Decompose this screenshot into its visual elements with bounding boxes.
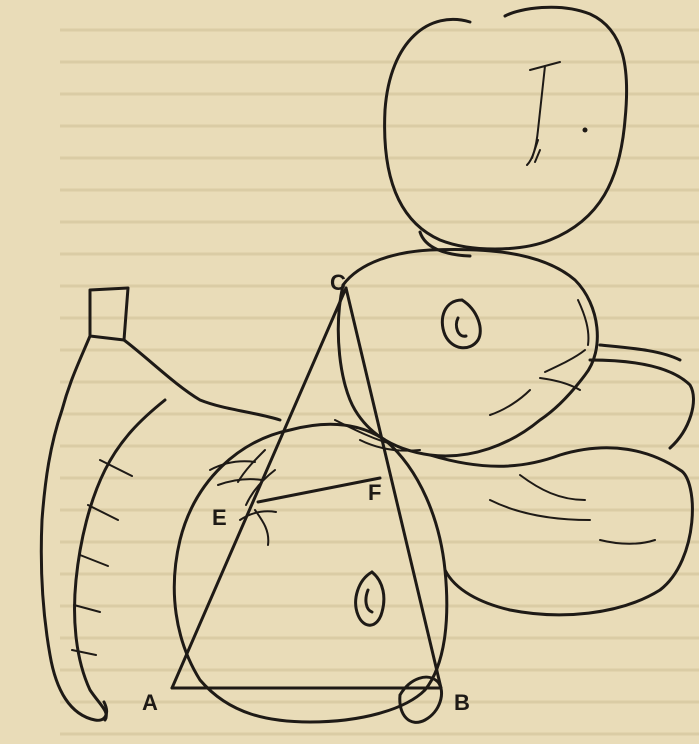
- line-ef: [258, 478, 380, 502]
- buttocks-dot: [583, 128, 588, 133]
- line-ac: [172, 288, 346, 688]
- lower-ear-icon: [356, 572, 384, 625]
- label-a: A: [142, 690, 158, 715]
- lower-arm-outline: [90, 288, 128, 340]
- upper-body-outline: [430, 448, 692, 615]
- finger-joints: [72, 460, 132, 655]
- label-c: C: [330, 270, 346, 295]
- label-f: F: [368, 480, 381, 505]
- ear-icon: [442, 300, 480, 348]
- buttocks-cleft: [527, 62, 560, 165]
- lower-forearm-outline: [41, 336, 280, 720]
- lower-ear-bump: [400, 677, 442, 722]
- show-through-text: [60, 30, 699, 734]
- label-e: E: [212, 505, 227, 530]
- finger-outline: [75, 400, 165, 720]
- line-cb: [346, 288, 441, 688]
- upper-neck-outline: [420, 232, 470, 256]
- upper-arm-outline: [590, 345, 693, 448]
- label-b: B: [454, 690, 470, 715]
- upper-buttocks-outline: [385, 7, 627, 249]
